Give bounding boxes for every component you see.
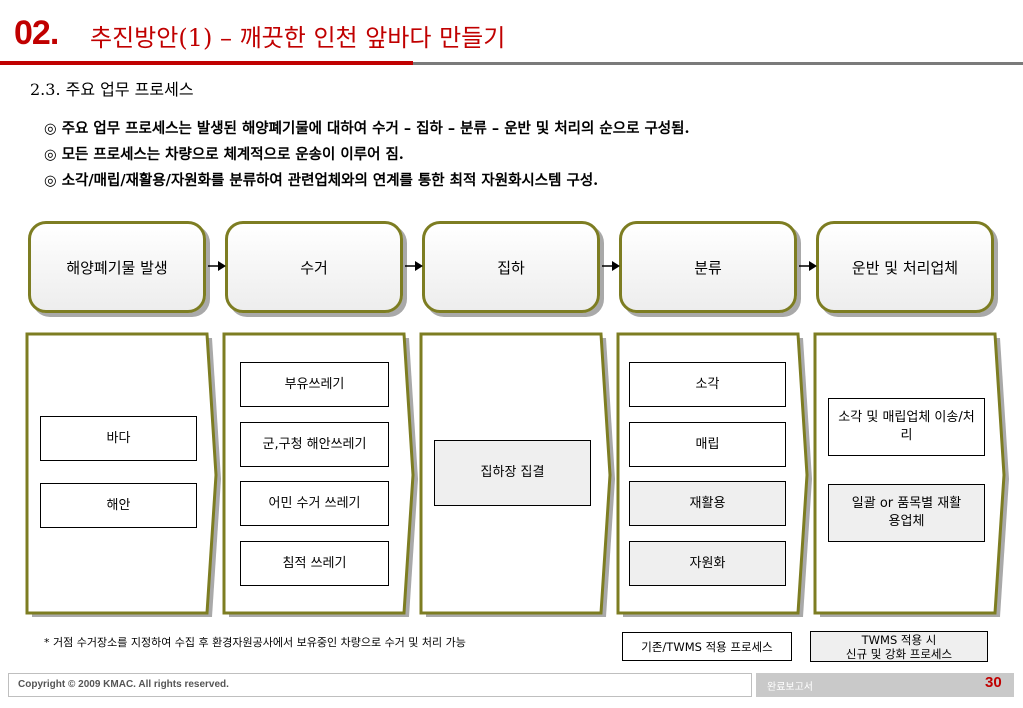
legend-new-process: TWMS 적용 시 신규 및 강화 프로세스 <box>810 631 988 662</box>
source-item-coast: 해안 <box>40 483 197 528</box>
chevron-panel-processing <box>813 332 1009 617</box>
arrow-right-icon <box>405 261 423 271</box>
stage-gathering: 집하 <box>422 221 600 313</box>
collection-item-municipal-coastal: 군,구청 해안쓰레기 <box>240 422 389 467</box>
page-title: 추진방안(1) – 깨끗한 인천 앞바다 만들기 <box>90 24 506 52</box>
stage-collection: 수거 <box>225 221 403 313</box>
chevron-panel-source <box>25 332 221 617</box>
legend-existing-process: 기존/TWMS 적용 프로세스 <box>622 632 792 661</box>
sorting-item-landfill: 매립 <box>629 422 786 467</box>
processing-item-incineration-landfill: 소각 및 매립업체 이송/처리 <box>828 398 985 456</box>
stage-transport-processing: 운반 및 처리업체 <box>816 221 994 313</box>
source-item-sea: 바다 <box>40 416 197 461</box>
collection-item-sediment: 침적 쓰레기 <box>240 541 389 586</box>
legend-new-line1: TWMS 적용 시 <box>861 632 937 647</box>
header-accent-line <box>0 61 413 65</box>
gathering-item-depot: 집하장 집결 <box>434 440 591 506</box>
page-number: 30 <box>985 674 1002 691</box>
bullet-process-order: ◎ 주요 업무 프로세스는 발생된 해양폐기물에 대하여 수거 – 집하 – 분… <box>44 120 690 137</box>
sorting-item-incineration: 소각 <box>629 362 786 407</box>
footnote: * 거점 수거장소를 지정하여 수집 후 환경자원공사에서 보유중인 차량으로 … <box>44 636 466 649</box>
arrow-right-icon <box>208 261 226 271</box>
stage-sorting: 분류 <box>619 221 797 313</box>
copyright-text: Copyright © 2009 KMAC. All rights reserv… <box>18 679 229 690</box>
collection-item-fishermen: 어민 수거 쓰레기 <box>240 481 389 526</box>
header-divider <box>0 62 1023 65</box>
footer-report-band <box>756 673 1014 697</box>
footer-bar <box>8 673 752 697</box>
arrow-right-icon <box>799 261 817 271</box>
processing-item-recycling-vendor: 일괄 or 품목별 재활용업체 <box>828 484 985 542</box>
collection-item-floating: 부유쓰레기 <box>240 362 389 407</box>
legend-new-line2: 신규 및 강화 프로세스 <box>845 646 953 661</box>
report-label: 완료보고서 <box>767 682 813 693</box>
sorting-item-recycling: 재활용 <box>629 481 786 526</box>
bullet-resource-system: ◎ 소각/매립/재활용/자원화를 분류하여 관련업체와의 연계를 통한 최적 자… <box>44 172 599 189</box>
section-subtitle: 2.3. 주요 업무 프로세스 <box>30 80 194 99</box>
bullet-vehicle-transport: ◎ 모든 프로세스는 차량으로 체계적으로 운송이 이루어 짐. <box>44 146 404 163</box>
section-number: 02. <box>14 14 59 52</box>
sorting-item-resource: 자원화 <box>629 541 786 586</box>
stage-waste-generation: 해양폐기물 발생 <box>28 221 206 313</box>
arrow-right-icon <box>602 261 620 271</box>
